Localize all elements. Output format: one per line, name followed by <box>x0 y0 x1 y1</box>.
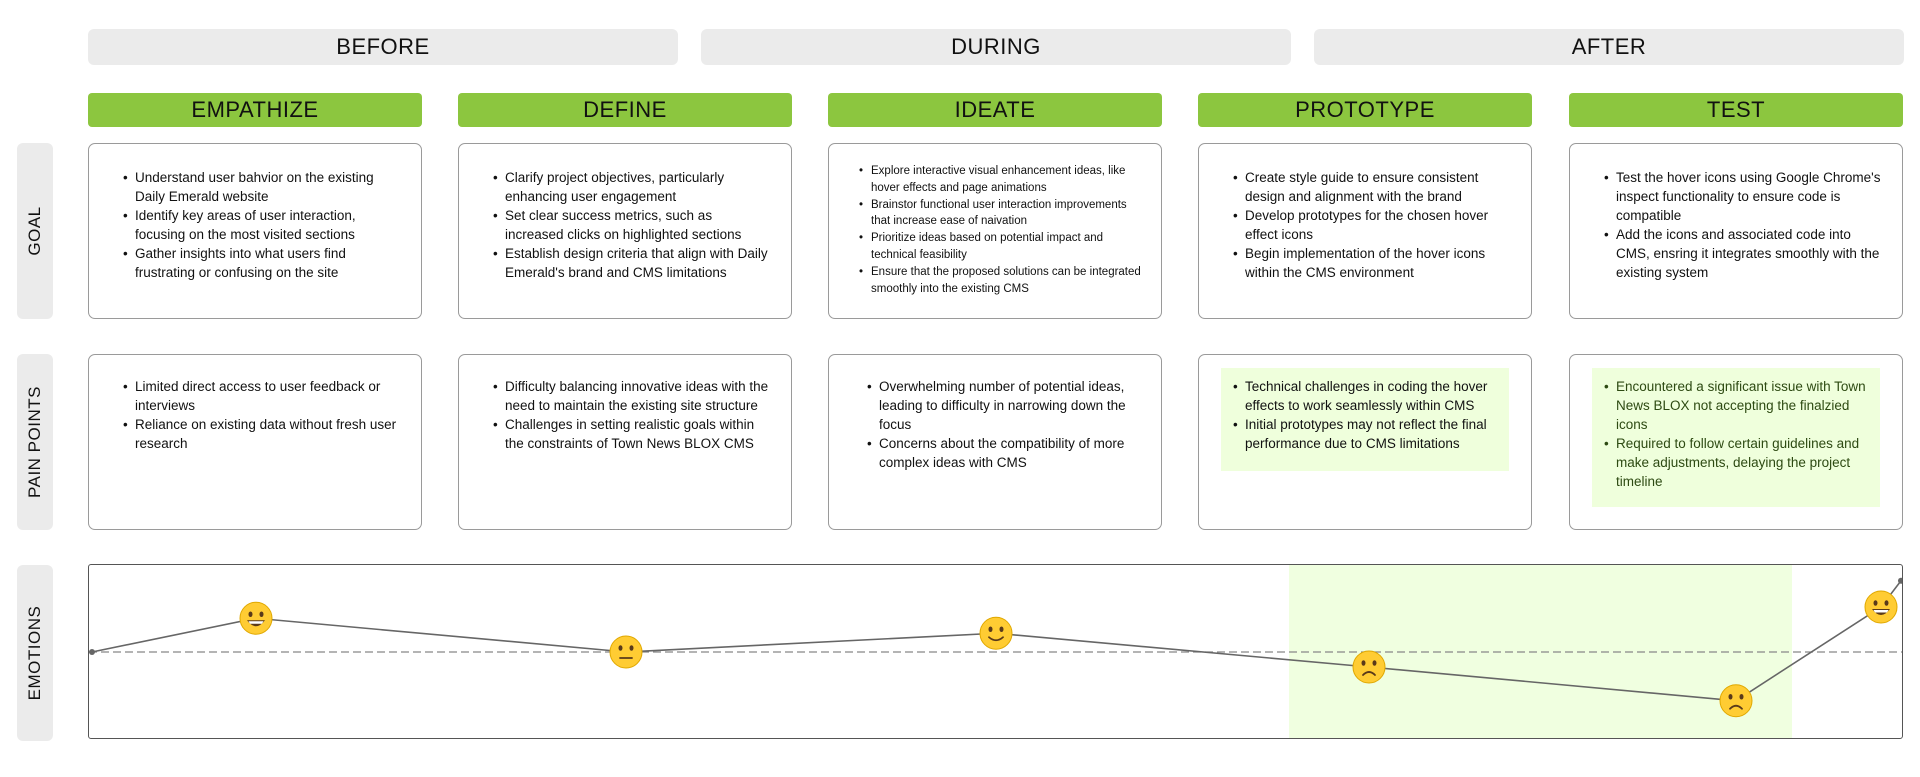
goal-item: Add the icons and associated code into C… <box>1604 225 1884 282</box>
goal-item: Explore interactive visual enhancement i… <box>859 163 1143 197</box>
pain-highlight: Encountered a significant issue with Tow… <box>1592 368 1880 507</box>
grinning-face-icon <box>1864 590 1898 624</box>
pain-item: Difficulty balancing innovative ideas wi… <box>493 377 773 415</box>
goal-card-prototype: Create style guide to ensure consistent … <box>1198 143 1532 319</box>
row-label-pain-points-text: PAIN POINTS <box>25 386 44 498</box>
frowning-face-icon <box>1719 684 1753 718</box>
goal-item: Develop prototypes for the chosen hover … <box>1233 206 1513 244</box>
row-label-emotions-text: EMOTIONS <box>25 605 44 701</box>
pain-item: Concerns about the compatibility of more… <box>867 434 1143 472</box>
pain-card-define: Difficulty balancing innovative ideas wi… <box>458 354 792 530</box>
grinning-face-icon <box>239 601 273 635</box>
pain-item: Challenges in setting realistic goals wi… <box>493 415 773 453</box>
stage-prototype: PROTOTYPE <box>1198 93 1532 127</box>
row-label-emotions: EMOTIONS <box>17 565 53 741</box>
goal-item: Prioritize ideas based on potential impa… <box>859 230 1143 264</box>
pain-item: Required to follow certain guidelines an… <box>1604 434 1870 491</box>
stage-test: TEST <box>1569 93 1903 127</box>
pain-item: Technical challenges in coding the hover… <box>1233 377 1499 415</box>
emotion-endpoint <box>1898 577 1902 584</box>
goal-card-test: Test the hover icons using Google Chrome… <box>1569 143 1903 319</box>
phase-before: BEFORE <box>88 29 678 65</box>
goal-item: Identify key areas of user interaction, … <box>123 206 403 244</box>
stage-empathize: EMPATHIZE <box>88 93 422 127</box>
neutral-face-icon <box>609 635 643 669</box>
emotion-line <box>91 580 1902 702</box>
goal-card-ideate: Explore interactive visual enhancement i… <box>828 143 1162 319</box>
pain-card-empathize: Limited direct access to user feedback o… <box>88 354 422 530</box>
emotions-svg <box>89 565 1902 738</box>
goal-item: Create style guide to ensure consistent … <box>1233 168 1513 206</box>
pain-item: Limited direct access to user feedback o… <box>123 377 403 415</box>
goal-item: Begin implementation of the hover icons … <box>1233 244 1513 282</box>
stage-define: DEFINE <box>458 93 792 127</box>
phase-during: DURING <box>701 29 1291 65</box>
frowning-face-icon <box>1352 650 1386 684</box>
pain-item: Encountered a significant issue with Tow… <box>1604 377 1870 434</box>
row-label-goal-text: GOAL <box>25 206 44 256</box>
pain-item: Overwhelming number of potential ideas, … <box>867 377 1143 434</box>
row-label-pain-points: PAIN POINTS <box>17 354 53 530</box>
goal-item: Understand user bahvior on the existing … <box>123 168 403 206</box>
goal-item: Clarify project objectives, particularly… <box>493 168 773 206</box>
goal-item: Brainstor functional user interaction im… <box>859 197 1143 231</box>
goal-item: Ensure that the proposed solutions can b… <box>859 264 1143 298</box>
pain-card-prototype: Technical challenges in coding the hover… <box>1198 354 1532 530</box>
goal-item: Gather insights into what users find fru… <box>123 244 403 282</box>
slightly-smiling-face-icon <box>979 616 1013 650</box>
row-label-goal: GOAL <box>17 143 53 319</box>
pain-card-ideate: Overwhelming number of potential ideas, … <box>828 354 1162 530</box>
goal-item: Set clear success metrics, such as incre… <box>493 206 773 244</box>
pain-card-test: Encountered a significant issue with Tow… <box>1569 354 1903 530</box>
goal-item: Test the hover icons using Google Chrome… <box>1604 168 1884 225</box>
phase-after: AFTER <box>1314 29 1904 65</box>
goal-card-empathize: Understand user bahvior on the existing … <box>88 143 422 319</box>
pain-item: Reliance on existing data without fresh … <box>123 415 403 453</box>
pain-highlight: Technical challenges in coding the hover… <box>1221 368 1509 471</box>
goal-card-define: Clarify project objectives, particularly… <box>458 143 792 319</box>
emotions-chart <box>88 564 1903 739</box>
goal-item: Establish design criteria that align wit… <box>493 244 773 282</box>
stage-ideate: IDEATE <box>828 93 1162 127</box>
pain-item: Initial prototypes may not reflect the f… <box>1233 415 1499 453</box>
emotion-endpoint <box>89 649 95 655</box>
